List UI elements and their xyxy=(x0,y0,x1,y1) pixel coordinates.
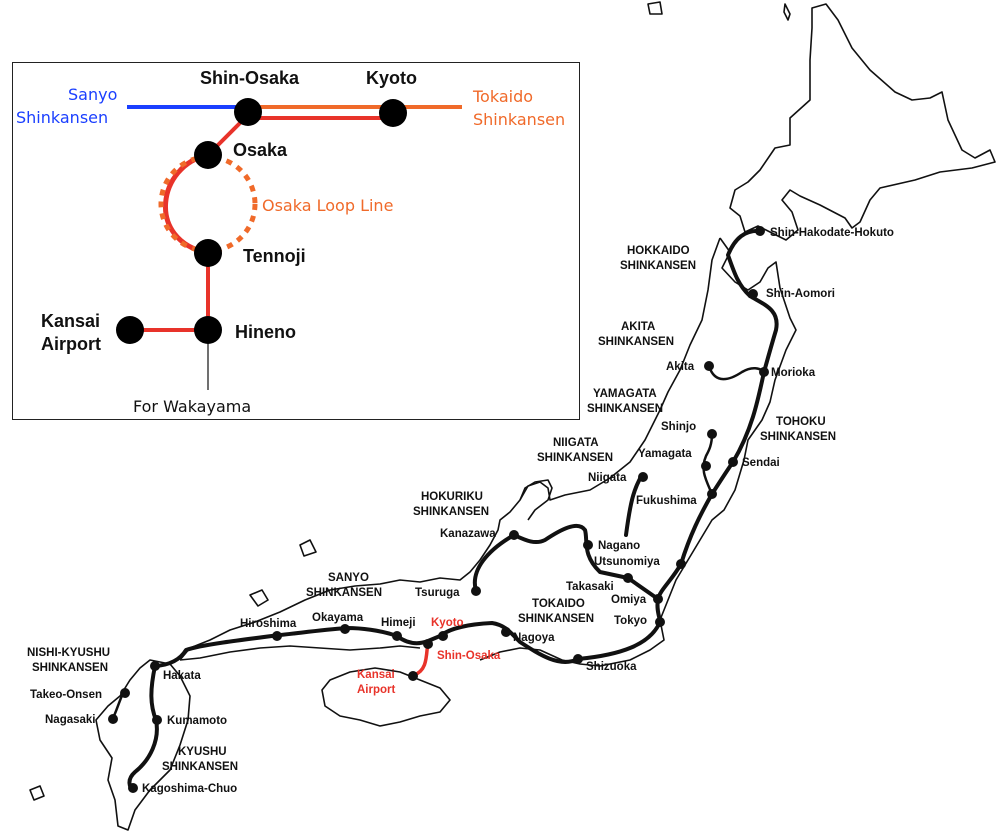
inset-station-shin-osaka xyxy=(234,98,262,126)
station-hakata: Hakata xyxy=(163,670,201,682)
station-sendai: Sendai xyxy=(742,457,780,469)
inset-label-kyoto: Kyoto xyxy=(366,68,417,88)
inset-label-tennoji: Tennoji xyxy=(243,246,306,266)
station-akita: Akita xyxy=(666,361,695,373)
station-takasaki: Takasaki xyxy=(566,581,614,593)
haruka-line-loop xyxy=(163,152,209,256)
inset-station-tennoji xyxy=(194,239,222,267)
inset-label-osaka: Osaka xyxy=(233,140,288,160)
station-nagoya: Nagoya xyxy=(513,632,555,644)
inset-station-osaka xyxy=(194,141,222,169)
station-dots xyxy=(108,226,769,793)
inset-station-kansai-airport xyxy=(116,316,144,344)
station-niigata: Niigata xyxy=(588,472,627,484)
station-takeo-onsen: Takeo-Onsen xyxy=(30,689,102,701)
station-shin-osaka: Shin-Osaka xyxy=(437,650,501,662)
station-morioka: Morioka xyxy=(771,367,816,379)
station-shinjo: Shinjo xyxy=(661,421,696,433)
station-fukushima: Fukushima xyxy=(636,495,697,507)
station-shin-aomori: Shin-Aomori xyxy=(766,288,835,300)
coastline xyxy=(29,1,996,831)
station-nagasaki: Nagasaki xyxy=(45,714,96,726)
station-hiroshima: Hiroshima xyxy=(240,618,297,630)
station-himeji: Himeji xyxy=(381,617,416,629)
osaka-loop-line xyxy=(158,154,258,254)
inset-label-shin-osaka: Shin-Osaka xyxy=(200,68,300,88)
station-omiya: Omiya xyxy=(611,594,647,606)
station-labels: Shin-Hakodate-Hokuto Shin-Aomori Akita M… xyxy=(30,227,894,795)
station-utsunomiya: Utsunomiya xyxy=(594,556,660,568)
station-kagoshima-chuo: Kagoshima-Chuo xyxy=(142,783,237,795)
station-yamagata: Yamagata xyxy=(638,448,692,460)
station-kanazawa: Kanazawa xyxy=(440,528,496,540)
osaka-inset-panel xyxy=(12,62,580,420)
station-shizuoka: Shizuoka xyxy=(586,661,637,673)
station-kyoto: Kyoto xyxy=(431,617,464,629)
station-nagano: Nagano xyxy=(598,540,640,552)
station-tokyo: Tokyo xyxy=(614,615,647,627)
inset-label-for-wakayama: For Wakayama xyxy=(133,397,251,416)
inset-label-hineno: Hineno xyxy=(235,322,296,342)
station-tsuruga: Tsuruga xyxy=(415,587,460,599)
inset-station-kyoto xyxy=(379,99,407,127)
inset-station-hineno xyxy=(194,316,222,344)
station-kumamoto: Kumamoto xyxy=(167,715,227,727)
station-okayama: Okayama xyxy=(312,612,364,624)
station-shin-hakodate-hokuto: Shin-Hakodate-Hokuto xyxy=(770,227,894,239)
inset-label-osaka-loop-line: Osaka Loop Line xyxy=(262,196,393,215)
